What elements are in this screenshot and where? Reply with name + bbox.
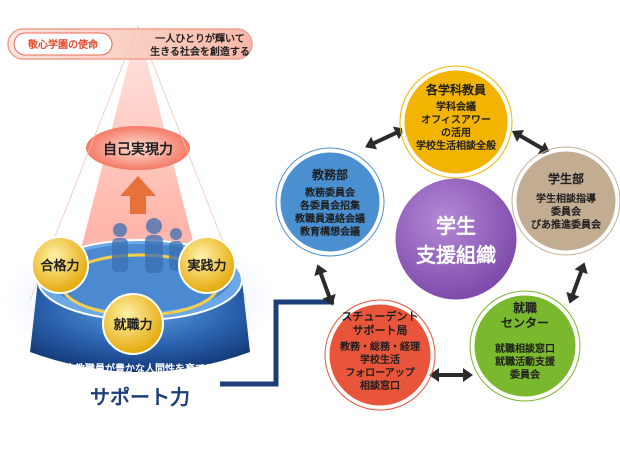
node-line: 教職員連絡会議 (294, 212, 365, 225)
apex-label: 自己実現力 (103, 141, 173, 158)
node-faculty: 各学科教員 学科会議 オフィスアワー の活用 学校生活相談全般 (399, 65, 513, 179)
center-line2: 支援組織 (416, 243, 496, 267)
node-academic-affairs: 教務部 教務委員会 各委員会招集 教職員連絡会議 教育構想会議 (275, 147, 385, 257)
node-line: 教育構想会議 (299, 225, 360, 238)
ability-label: 実践力 (187, 258, 226, 274)
node-student-affairs: 学生部 学生相談指導 委員会 ぴあ推進委員会 (511, 146, 620, 256)
node-line: 教務委員会 (304, 186, 355, 199)
center-circle: 学生 支援組織 (392, 175, 520, 303)
double-arrow-icon (511, 129, 551, 155)
node-line: 委員会 (509, 368, 540, 381)
node-line: 学生相談指導 (536, 192, 596, 205)
pyramid: 敬心学園の使命 一人ひとりが輝いて 生きる社会を創造する 自己実現力 合格力 (0, 25, 334, 411)
node-line: 学校生活 (360, 353, 400, 366)
ability-shushoku: 就職力 (102, 293, 164, 355)
node-line: 各委員会招集 (299, 199, 361, 212)
ability-label: 就職力 (113, 317, 152, 333)
double-arrow-icon (365, 126, 405, 150)
node-title: 教務部 (311, 167, 348, 182)
node-title: 学生部 (548, 171, 584, 186)
base-caption: 全教職員が豊かな人間性を育てる (64, 362, 215, 375)
node-line: 委員会 (550, 205, 581, 218)
connector-line (220, 299, 334, 387)
base-title: サポート力 (90, 385, 190, 409)
node-line: 教務・総務・経理 (339, 340, 420, 353)
ability-label: 合格力 (40, 258, 79, 274)
node-career-center: 就職 センター 就職相談窓口 就職活動支援 委員会 (469, 290, 581, 402)
center-line1: 学生 (436, 214, 476, 238)
node-line: 相談窓口 (360, 379, 400, 392)
node-line: 就職活動支援 (495, 355, 556, 368)
mission-banner: 敬心学園の使命 一人ひとりが輝いて 生きる社会を創造する (7, 28, 253, 60)
support-network: 学生 支援組織 各学科教員 学科会議 オフィスアワー の活用 学校生活相談全般 … (275, 65, 620, 411)
node-line: 学校生活相談全般 (416, 139, 496, 152)
node-line: ぴあ推進委員会 (531, 218, 601, 231)
node-student-support-office: スチューデント サポート局 教務・総務・経理 学校生活 フォローアップ 相談窓口 (324, 299, 436, 411)
double-arrow-icon (314, 264, 336, 306)
node-title: 就職 (513, 300, 537, 315)
node-title: サポート局 (353, 323, 408, 337)
node-title: スチューデント (342, 309, 419, 323)
up-arrow-icon (120, 176, 156, 214)
node-title: センター (501, 316, 549, 330)
double-arrow-icon (566, 262, 588, 304)
mission-line2: 生きる社会を創造する (150, 45, 250, 58)
ability-jissen: 実践力 (178, 236, 236, 294)
node-line: 学科会議 (436, 100, 476, 113)
people-silhouette-icon (112, 218, 183, 273)
apex-ellipse (86, 126, 190, 170)
ability-goukaku: 合格力 (31, 236, 89, 294)
node-line: フォローアップ (345, 366, 416, 379)
node-line: の活用 (441, 126, 471, 139)
node-line: 就職相談窓口 (495, 342, 555, 355)
double-arrows (314, 126, 588, 382)
node-title: 各学科教員 (425, 82, 486, 97)
mission-line1: 一人ひとりが輝いて (155, 32, 244, 45)
mission-label: 敬心学園の使命 (27, 38, 99, 51)
node-line: オフィスアワー (421, 114, 491, 126)
double-arrow-icon (429, 368, 473, 382)
